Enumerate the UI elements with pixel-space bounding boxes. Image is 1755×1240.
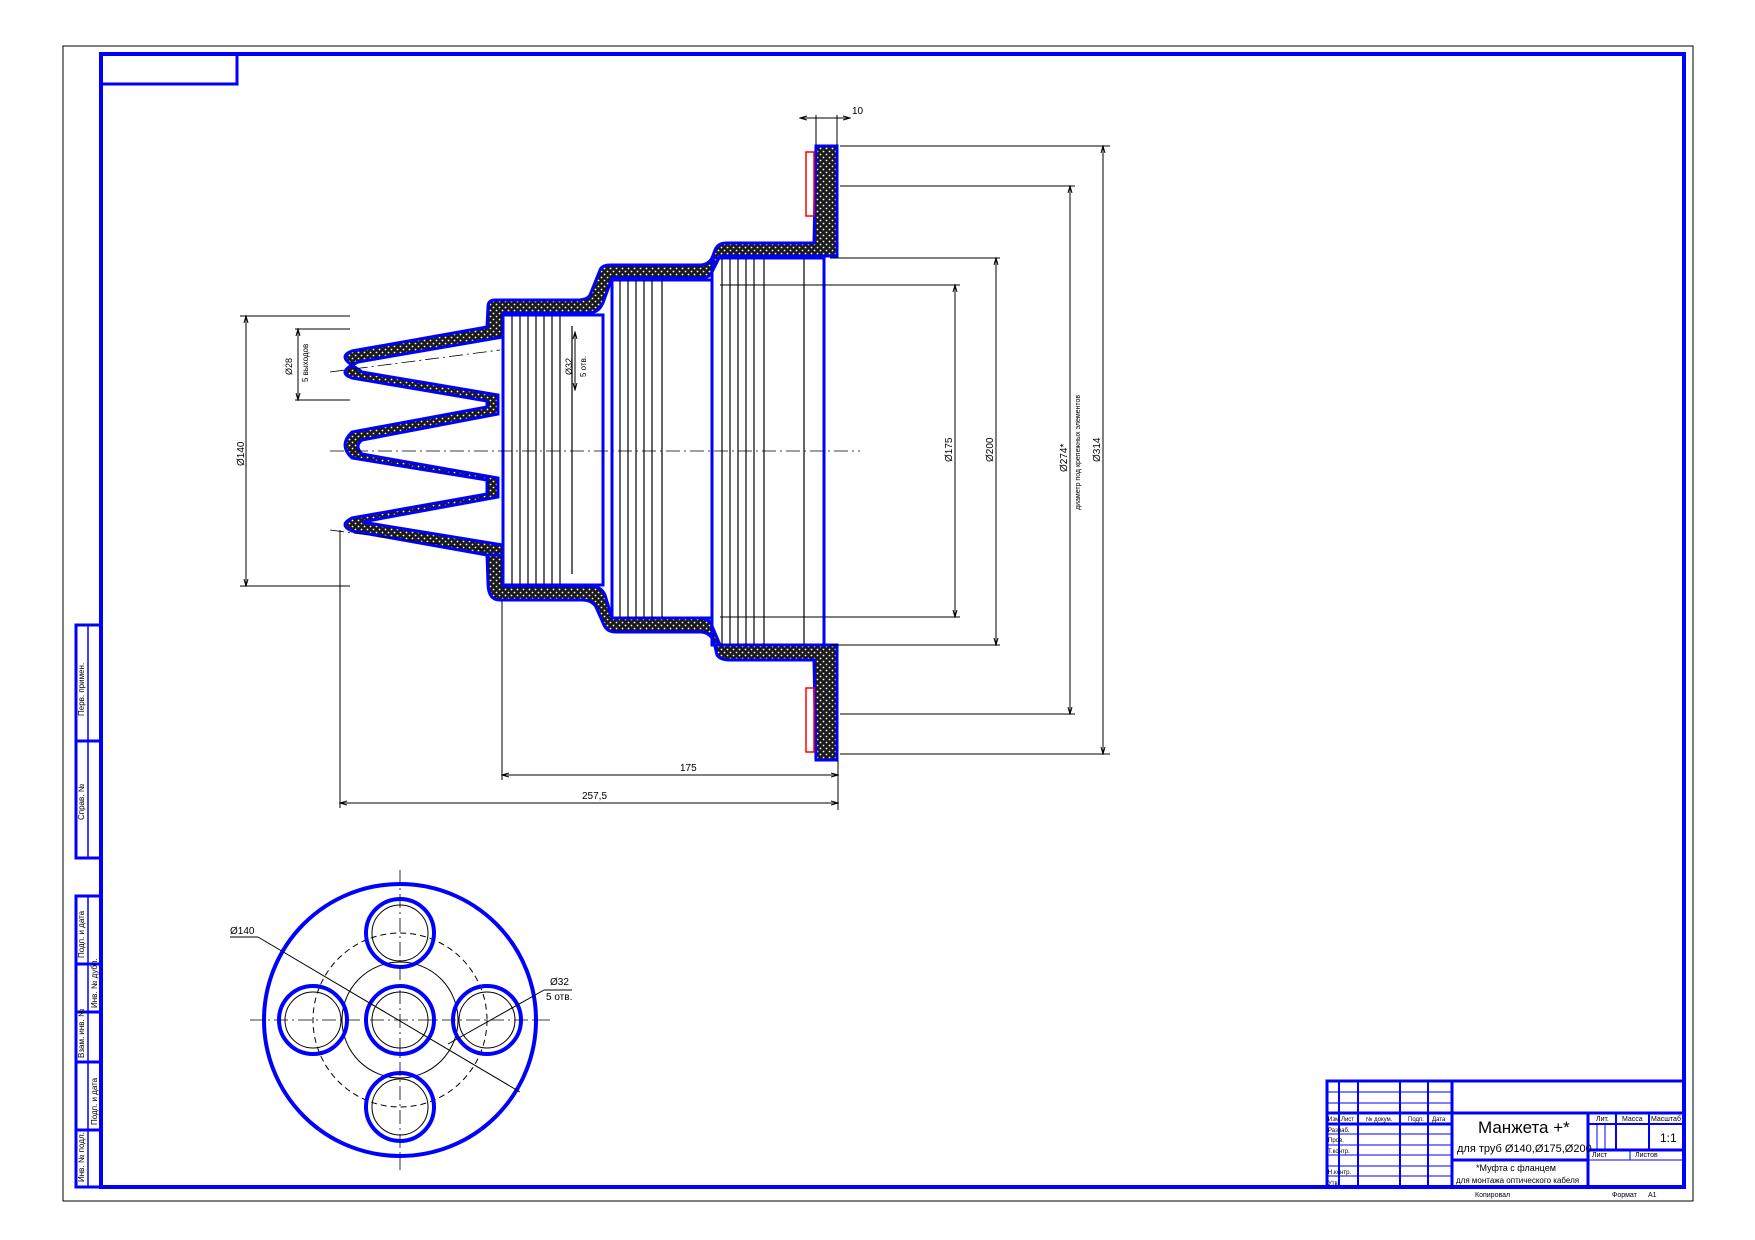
- side-stamp-label-0: Инв. № подл.: [77, 1132, 86, 1182]
- side-stamp-lower: [74, 625, 103, 1189]
- section-wall-upper: [343, 144, 839, 367]
- title-product-desc: для труб Ø140,Ø175,Ø200: [1457, 1143, 1592, 1155]
- title-assembly-line2: для монтажа оптического кабеля: [1456, 1176, 1579, 1185]
- top-left-box: [99, 52, 239, 86]
- dim-outlet-dia: Ø32: [564, 358, 574, 375]
- title-stage-header: Лит.: [1596, 1116, 1609, 1123]
- dim-bolt-circle-note: диаметр под крепежных элементов: [1075, 395, 1082, 510]
- title-role-label-4: Н.контр.: [1328, 1170, 1351, 1176]
- title-row-label-2: № докум.: [1366, 1116, 1393, 1123]
- title-scale-value: 1:1: [1660, 1131, 1677, 1145]
- title-row-label-0: Изм.: [1328, 1117, 1341, 1123]
- section-view: [329, 144, 860, 762]
- plan-outer-dia-label: Ø140: [230, 926, 255, 937]
- title-row-label-3: Подп.: [1408, 1117, 1424, 1123]
- sheet-border: [62, 45, 1694, 1202]
- dim-outlet-count: 5 отв.: [579, 356, 588, 377]
- title-scale-header: Масштаб: [1651, 1115, 1681, 1123]
- drawing-frame: [99, 52, 1686, 1189]
- plan-hole-bottom: [364, 1071, 436, 1143]
- title-role-label-5: Утв.: [1328, 1181, 1340, 1187]
- title-row-label-1: Лист: [1341, 1117, 1354, 1123]
- dim-outer-dia: Ø314: [1092, 437, 1103, 462]
- dim-flange-thickness: 10: [852, 106, 864, 117]
- title-role-label-1: Пров.: [1328, 1138, 1344, 1144]
- dim-tube-dia-small: Ø28: [284, 358, 294, 375]
- plan-hole-count-label: 5 отв.: [546, 992, 572, 1003]
- title-mass-header: Масса: [1622, 1116, 1643, 1123]
- title-assembly-line1: *Муфта с фланцем: [1476, 1163, 1556, 1173]
- title-block: [1325, 1079, 1686, 1189]
- plan-view: Ø140 Ø32 5 отв.: [230, 870, 572, 1170]
- title-sheet-label: Лист: [1592, 1152, 1608, 1159]
- dim-inner-200: Ø200: [985, 437, 996, 462]
- section-fin-1: [343, 363, 505, 557]
- title-copied-label: Копировал: [1475, 1192, 1510, 1199]
- title-sheets-label: Листов: [1635, 1152, 1658, 1159]
- plan-hole-center: [364, 984, 436, 1056]
- plan-hole-dia-label: Ø32: [550, 977, 569, 988]
- side-stamp-label-5: Справ. №: [77, 783, 86, 820]
- dimensions: [240, 115, 1110, 810]
- side-stamp-label-6: Перв. примен.: [77, 663, 86, 716]
- plan-hole-top: [364, 897, 436, 969]
- title-format-value: A1: [1648, 1192, 1657, 1199]
- plan-bolt-circle: [312, 932, 488, 1108]
- dim-length-175: 175: [680, 763, 697, 774]
- plan-hole-left: [277, 984, 349, 1056]
- side-stamp-labels: Инв. № подл. Подп. и дата Взам. инв. № И…: [77, 663, 99, 1182]
- flange-bolt-mark-top: [805, 151, 815, 217]
- dim-left-span: Ø140: [236, 441, 247, 466]
- flange-bolt-mark-bottom: [805, 687, 815, 753]
- dim-length-total: 257,5: [582, 791, 607, 802]
- title-product-name: Манжета +*: [1478, 1118, 1570, 1137]
- dimension-labels: 10 Ø140 Ø28 5 выходов Ø32 5 отв. Ø175 Ø2…: [236, 106, 1103, 802]
- title-block-text: Манжета +* для труб Ø140,Ø175,Ø200 *Муфт…: [1328, 1115, 1681, 1199]
- side-stamp-label-1: Подп. и дата: [90, 1077, 99, 1125]
- dim-tube-count-small: 5 выходов: [301, 344, 310, 382]
- title-role-label-2: Т.контр.: [1328, 1149, 1350, 1155]
- side-stamp-label-3: Инв. № дубл.: [90, 958, 99, 1008]
- side-stamp-label-2: Взам. инв. №: [77, 1008, 86, 1058]
- dim-inner-175: Ø175: [944, 437, 955, 462]
- side-stamp-label-4: Подп. и дата: [77, 910, 86, 958]
- plan-hole-right: [451, 984, 523, 1056]
- dim-bolt-circle: Ø274*: [1059, 444, 1070, 472]
- title-format-label: Формат: [1612, 1192, 1638, 1199]
- title-row-label-4: Дата: [1432, 1117, 1446, 1123]
- title-role-label-0: Разраб.: [1328, 1128, 1350, 1134]
